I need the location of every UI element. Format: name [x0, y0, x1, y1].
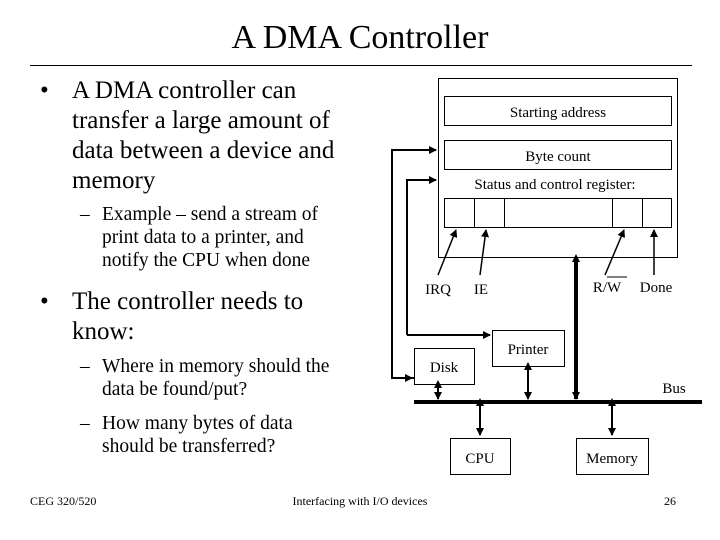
- rw-label: R/W: [593, 280, 622, 296]
- memory-label: Memory: [586, 451, 638, 467]
- starting-address-label: Starting address: [510, 105, 606, 121]
- subbullet-2-1-line-1: Where in memory should the: [102, 356, 330, 377]
- bus-label: Bus: [662, 381, 686, 397]
- bullet-glyph: •: [40, 288, 49, 315]
- footer-page-number: 26: [664, 494, 676, 508]
- byte-count-register: [444, 140, 672, 170]
- footer-course: CEG 320/520: [30, 494, 97, 508]
- ie-label: IE: [474, 282, 488, 298]
- bullet-1-line-2: transfer a large amount of: [72, 107, 330, 134]
- subbullet-glyph: –: [80, 204, 90, 225]
- rw-pointer-arrow: [604, 229, 625, 276]
- cpu-box: [450, 438, 511, 475]
- printer-box: [492, 330, 565, 367]
- bullet-2-line-1: The controller needs to: [72, 288, 304, 315]
- memory-box: [576, 438, 649, 475]
- subbullet-2-1-line-2: data be found/put?: [102, 379, 248, 400]
- subbullet-1-1-line-2: print data to a printer, and: [102, 227, 304, 248]
- bullet-glyph: •: [40, 77, 49, 104]
- subbullet-1-1-line-3: notify the CPU when done: [102, 250, 310, 271]
- footer-topic: Interfacing with I/O devices: [292, 494, 428, 508]
- byte-count-label: Byte count: [525, 149, 591, 165]
- subbullet-2-2-line-1: How many bytes of data: [102, 413, 293, 434]
- disk-to-controller-line: [391, 146, 437, 379]
- done-label: Done: [640, 280, 673, 296]
- irq-label: IRQ: [425, 282, 451, 298]
- printer-to-controller-line: [406, 176, 437, 335]
- disk-label: Disk: [430, 360, 459, 376]
- bullet-1-line-4: memory: [72, 167, 156, 194]
- irq-pointer-arrow: [437, 229, 458, 276]
- status-control-label: Status and control register:: [474, 177, 635, 193]
- subbullet-glyph: –: [80, 356, 90, 377]
- subbullet-1-1-line-1: Example – send a stream of: [102, 204, 319, 225]
- cpu-label: CPU: [465, 451, 494, 467]
- disk-box: [414, 348, 475, 385]
- slide-title: A DMA Controller: [231, 19, 489, 56]
- bullet-1-line-1: A DMA controller can: [72, 77, 297, 104]
- bullet-2-line-2: know:: [72, 318, 135, 345]
- printer-label: Printer: [508, 342, 549, 358]
- title-divider: [30, 65, 692, 66]
- subbullet-glyph: –: [80, 413, 90, 434]
- bullet-1-line-3: data between a device and: [72, 137, 335, 164]
- subbullet-2-2-line-2: should be transferred?: [102, 436, 276, 457]
- status-control-register: [444, 198, 672, 228]
- ie-pointer-arrow: [479, 229, 490, 276]
- starting-address-register: [444, 96, 672, 126]
